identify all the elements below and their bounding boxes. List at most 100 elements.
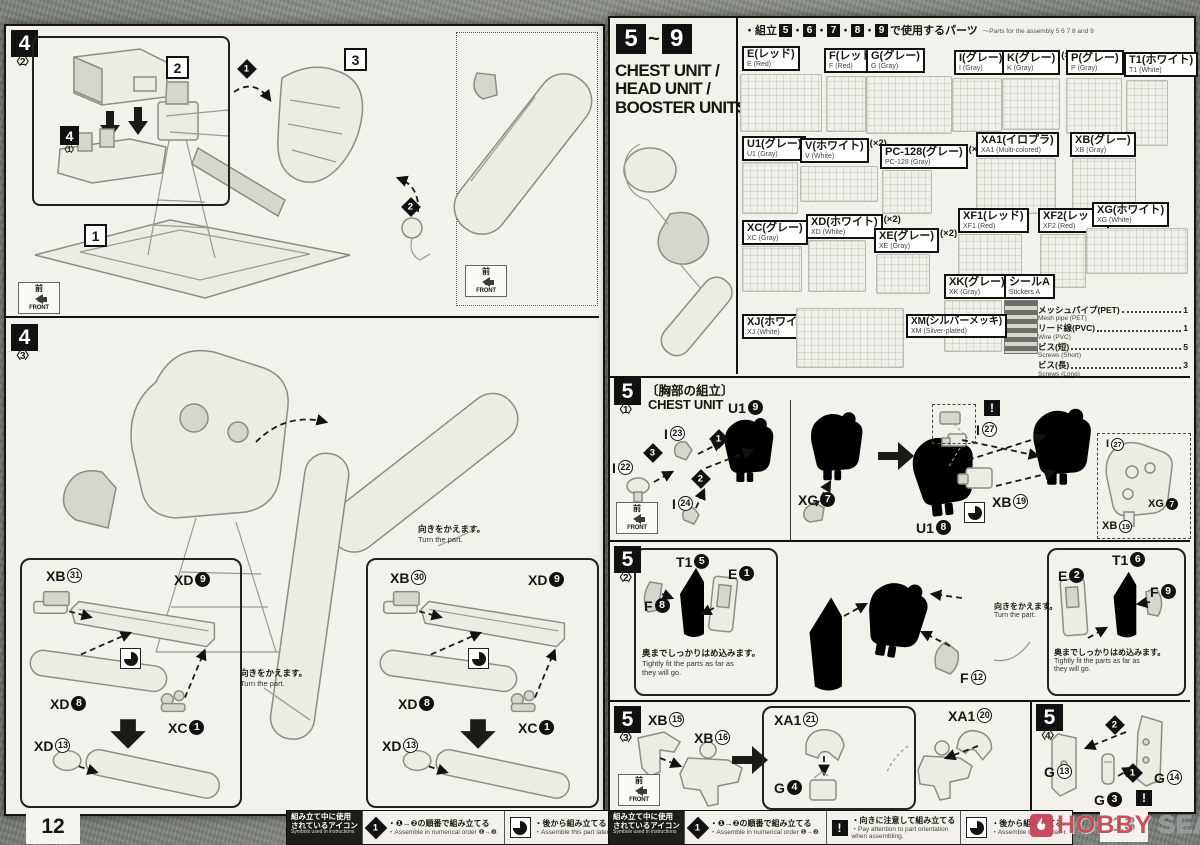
part-cell-XF1: XF1(レッド)XF1 (Red) — [958, 208, 1029, 233]
left-page: 4 〈2〉 4 〈1〉 2 — [4, 24, 605, 816]
fit-note: 奥までしっかりはめ込みます。 Tightly fit the parts as … — [642, 648, 761, 677]
callout-box-right — [1047, 548, 1186, 696]
part-cell-G: G(グレー)G (Gray) — [866, 48, 925, 73]
sprue-XF2 — [1040, 234, 1086, 288]
sprue-XE — [876, 254, 930, 294]
sprue-F — [826, 76, 866, 132]
callout-1: 1 — [84, 224, 107, 247]
parts-box: ・組立 5 ・ 6 ・ 7 ・ 8 ・ 9 で使用するパーツ 〜Parts fo… — [736, 18, 1199, 378]
inset-booster-view: 前 FRONT — [453, 32, 598, 306]
legend-title: 組み立て中に使用 されているアイコン Symbols used in instr… — [609, 811, 684, 844]
turn-note: 向きをかえます。 Turn the part. — [240, 668, 308, 688]
callout-3: 3 — [344, 48, 367, 71]
legend-item-later: ・後から組み立てる ・Assemble this part later. — [503, 811, 616, 844]
part-cell-XE: XE(グレー)XE (Gray)(×2) — [874, 228, 957, 253]
hobbysearch-watermark: HOBBY SEARCH — [1030, 811, 1200, 840]
step-title-jp: 〔胸部の組立〕 — [646, 384, 734, 398]
sprue-E — [740, 74, 822, 132]
page-number-right: 13 — [1100, 807, 1148, 842]
rail-assembly-illustration — [29, 590, 220, 799]
supply-row: ビス(長)3 Screws (Long) — [1038, 360, 1188, 378]
caution-icon: ! — [1136, 790, 1152, 806]
step-badge-4-3: 4 〈3〉 — [11, 324, 38, 362]
section-parts-list: 5 ~ 9 CHEST UNIT / HEAD UNIT / BOOSTER U… — [610, 18, 1199, 378]
left-arrow — [30, 294, 48, 304]
sprue-XJ — [796, 308, 904, 368]
assemble-later-icon — [966, 817, 988, 838]
legend-item-later: ・後から組み立てる ・Assemble this part later. — [960, 811, 1072, 844]
mecha-chest-illustration — [623, 143, 733, 357]
booster-illustration — [453, 72, 593, 235]
caution-icon: ! — [831, 819, 848, 836]
chest-assembly-illustration — [626, 408, 1173, 527]
sprue-XG — [1086, 228, 1188, 274]
sprue-XA1 — [976, 158, 1056, 214]
left-arrow — [628, 514, 646, 524]
backpack-part-illustration — [57, 48, 169, 184]
sprue-XD — [808, 240, 866, 292]
section-step4-3: 4 〈3〉 向きをかえます。 Turn the part. 向きをかえます。 T… — [6, 318, 599, 810]
part-cell-XA1: XA1(イロプラ)XA1 (Multi-colored) — [976, 132, 1059, 157]
detail-inset-small — [932, 404, 976, 444]
part-cell-XG: XG(ホワイト)XG (White) — [1092, 202, 1170, 227]
part-cell-E: E(レッド)E (Red) — [742, 46, 800, 71]
part-cell-V: V(ホワイト)V (White)(×2) — [800, 138, 887, 163]
order-marker-icon: 1 — [364, 816, 388, 839]
front-icon: 前 FRONT — [616, 502, 658, 534]
booster-assembly-illustration — [62, 349, 519, 740]
inset-box-step4-1: 4 〈1〉 — [32, 36, 230, 206]
left-arrow — [630, 786, 648, 796]
assemble-later-icon — [120, 648, 141, 669]
side-armor-illustration — [1051, 715, 1163, 797]
step-range: 5 ~ 9 — [616, 24, 692, 54]
front-icon: 前 FRONT — [618, 774, 660, 806]
section-step4-2: 4 〈2〉 4 〈1〉 2 — [6, 26, 599, 318]
callout-box-left — [634, 548, 778, 696]
sprue-PC128 — [882, 170, 932, 214]
waist-assembly-illustration — [637, 729, 993, 807]
legend-item-order: 1 ・❶→❷の順番で組み立てる ・Assemble in numerical o… — [361, 811, 504, 844]
part-cell-XK: XK(グレー)XK (Gray) — [944, 274, 1010, 299]
legend-right: 組み立て中に使用 されているアイコン Symbols used in instr… — [608, 810, 1074, 845]
assemble-later-icon — [468, 648, 489, 669]
step-badge-5-1: 5 〈1〉 — [614, 378, 641, 416]
hobbysearch-flame-icon — [1030, 814, 1053, 837]
part-cell-I: I(グレー)I (Gray) — [954, 50, 1008, 75]
page-number-left: 12 — [26, 810, 80, 844]
fit-note: 奥までしっかりはめ込みます。 Tightly fit the parts as … — [1054, 648, 1166, 674]
front-icon: 前 FRONT — [465, 265, 507, 297]
front-icon: 前 FRONT — [18, 282, 60, 314]
part-cell-P: P(グレー)P (Gray) — [1066, 50, 1124, 75]
callout-2: 2 — [166, 56, 189, 79]
step-ref-4-1: 4 〈1〉 — [60, 126, 79, 154]
